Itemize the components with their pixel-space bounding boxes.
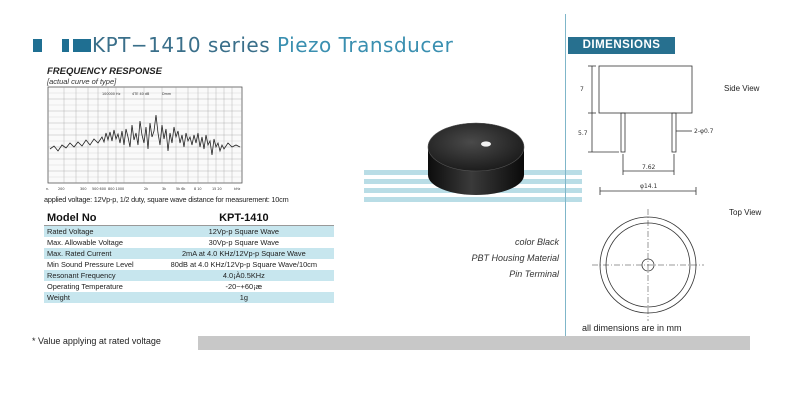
spec-header-value: KPT-1410 xyxy=(153,211,334,226)
footer-bar xyxy=(198,336,750,350)
spec-label: Rated Voltage xyxy=(44,225,154,237)
spec-label: Max. Allowable Voltage xyxy=(47,238,124,247)
spec-value: 80dB at 4.0 KHz/12Vp-p Square Wave/10cm xyxy=(170,260,318,269)
dim-height-label: 7 xyxy=(580,86,584,93)
frequency-response-note: applied voltage: 12Vp-p, 1/2 duty, squar… xyxy=(44,195,289,204)
svg-text:500 600: 500 600 xyxy=(92,187,106,191)
table-row: Max. Rated Current 2mA at 4.0 KHz/12Vp-p… xyxy=(44,248,334,259)
side-view-label: Side View xyxy=(724,84,760,93)
dimensions-badge: DIMENSIONS xyxy=(568,37,675,54)
stripe xyxy=(364,197,582,202)
svg-text:4TE 40 dB: 4TE 40 dB xyxy=(132,92,150,96)
spec-value: -20~+60¡æ xyxy=(225,282,263,291)
svg-text:8 10: 8 10 xyxy=(194,187,202,191)
spec-value: 2mA at 4.0 KHz/12Vp-p Square Wave xyxy=(153,248,334,259)
table-row: Resonant Frequency 4.0¡À0.5KHz xyxy=(44,270,334,281)
table-row: Operating Temperature -20~+60¡æ xyxy=(44,281,334,292)
svg-text:200: 200 xyxy=(58,187,64,191)
product-photo xyxy=(427,122,525,195)
product-color: color Black xyxy=(514,237,559,247)
svg-text:3k: 3k xyxy=(162,187,166,191)
svg-text:Dmm: Dmm xyxy=(162,92,172,96)
header-bar-mid-2 xyxy=(73,39,91,52)
spec-label: Max. Rated Current xyxy=(44,248,154,259)
svg-text:800 1000: 800 1000 xyxy=(108,187,124,191)
spec-label: Operating Temperature xyxy=(47,282,123,291)
spec-label: Resonant Frequency xyxy=(44,270,154,281)
header-bar-mid-1 xyxy=(62,39,69,52)
spec-value: 1g xyxy=(153,292,334,303)
svg-text:5k 6k: 5k 6k xyxy=(176,187,185,191)
spec-value: 12Vp-p Square Wave xyxy=(153,225,334,237)
title-model: KPT−1410 xyxy=(92,33,202,57)
spec-value: 4.0¡À0.5KHz xyxy=(153,270,334,281)
dimension-drawing: 7 5.7 2-φ0.7 7.62 φ14.1 xyxy=(578,65,714,321)
svg-text:100000 Hz: 100000 Hz xyxy=(102,92,121,96)
spec-table-header: Model No KPT-1410 xyxy=(44,211,334,226)
footnote: * Value applying at rated voltage xyxy=(32,336,161,346)
svg-text:n.: n. xyxy=(46,187,49,191)
frequency-response-subtitle: [actual curve of type] xyxy=(47,77,117,86)
table-row: Max. Allowable Voltage 30Vp-p Square Wav… xyxy=(44,237,334,248)
dim-pin-length-label: 5.7 xyxy=(578,130,588,137)
spec-header-label: Model No xyxy=(44,211,154,226)
spec-label: Min Sound Pressure Level xyxy=(47,260,134,269)
svg-text:2k: 2k xyxy=(144,187,148,191)
svg-text:kHz: kHz xyxy=(234,187,241,191)
table-row: Min Sound Pressure Level 80dB at 4.0 KHz… xyxy=(44,259,334,270)
table-row: Rated Voltage 12Vp-p Square Wave xyxy=(44,225,334,237)
product-housing: PBT Housing Material xyxy=(471,253,559,263)
product-terminal: Pin Terminal xyxy=(509,269,559,279)
title-product: Piezo Transducer xyxy=(277,33,454,57)
page-title: KPT−1410 series Piezo Transducer xyxy=(92,33,453,57)
title-series: series xyxy=(201,33,278,57)
frequency-response-title: FREQUENCY RESPONSE xyxy=(47,66,162,77)
spec-table: Model No KPT-1410 Rated Voltage 12Vp-p S… xyxy=(44,211,334,303)
spec-label: Weight xyxy=(44,292,154,303)
dim-pin-spacing-label: 7.62 xyxy=(642,164,656,171)
dimensions-note: all dimensions are in mm xyxy=(582,323,682,333)
divider-line xyxy=(565,14,566,336)
svg-text:15 20: 15 20 xyxy=(212,187,222,191)
top-view-label: Top View xyxy=(729,208,762,217)
svg-text:300: 300 xyxy=(80,187,86,191)
dim-diameter-label: φ14.1 xyxy=(640,183,658,190)
spec-value: 30Vp-p Square Wave xyxy=(208,238,280,247)
table-row: Weight 1g xyxy=(44,292,334,303)
dim-pin-dia-label: 2-φ0.7 xyxy=(694,128,714,135)
header-bar-left xyxy=(33,39,42,52)
